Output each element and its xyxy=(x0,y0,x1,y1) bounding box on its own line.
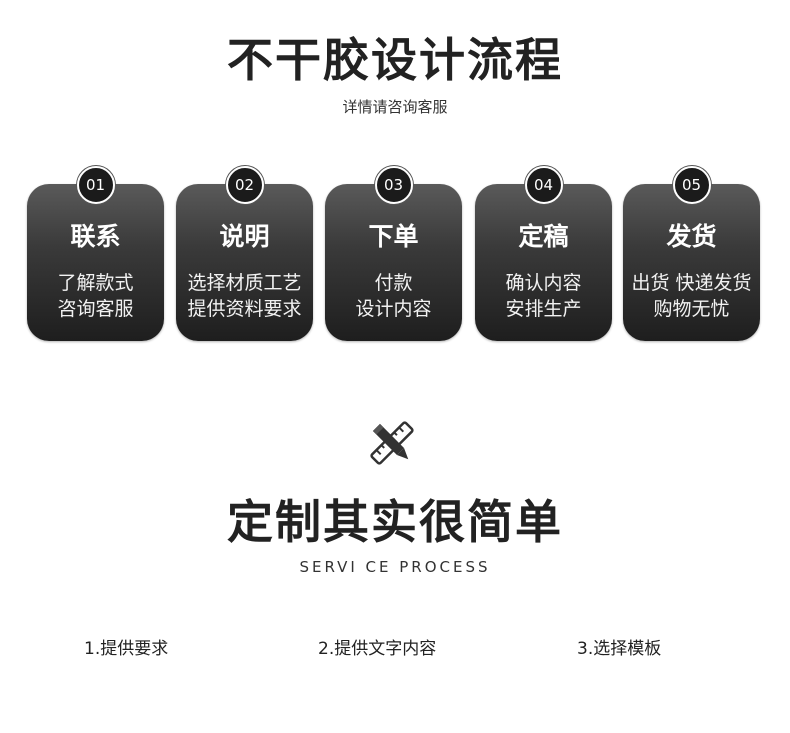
option-provide-requirements: 1.提供要求 xyxy=(84,639,169,659)
step-title: 联系 xyxy=(70,222,121,251)
step-card-explain: 02 说明 选择材质工艺 提供资料要求 xyxy=(176,166,313,341)
option-provide-text: 2.提供文字内容 xyxy=(318,639,437,659)
step-desc-line1: 付款 xyxy=(374,272,413,294)
step-desc-line1: 了解款式 xyxy=(57,272,134,294)
step-desc-line2: 提供资料要求 xyxy=(187,298,302,320)
step-desc-line2: 设计内容 xyxy=(355,298,432,320)
step-card-finalize: 04 定稿 确认内容 安排生产 xyxy=(475,166,612,341)
option-choose-template: 3.选择模板 xyxy=(577,639,662,659)
step-title: 定稿 xyxy=(518,222,569,251)
step-desc-line2: 咨询客服 xyxy=(57,298,134,320)
step-desc-line2: 安排生产 xyxy=(505,298,582,320)
section-title: 定制其实很简单 xyxy=(227,495,563,549)
step-number-badge: 01 xyxy=(76,166,115,204)
step-desc-line1: 出货 快递发货 xyxy=(631,272,752,294)
step-card-contact: 01 联系 了解款式 咨询客服 xyxy=(27,166,164,341)
pencil-ruler-icon xyxy=(366,417,418,469)
section-subtitle-en: SERVI CE PROCESS xyxy=(299,558,491,576)
step-desc-line1: 确认内容 xyxy=(505,272,582,294)
step-number-badge: 05 xyxy=(672,166,711,204)
page-subtitle: 详情请咨询客服 xyxy=(342,98,448,116)
step-number-badge: 02 xyxy=(225,166,264,204)
step-number-badge: 04 xyxy=(524,166,563,204)
step-title: 发货 xyxy=(666,222,717,251)
step-title: 说明 xyxy=(219,222,270,251)
step-desc-line1: 选择材质工艺 xyxy=(187,272,302,294)
process-steps: 01 联系 了解款式 咨询客服 02 说明 选择材质工艺 提供资料要求 03 下… xyxy=(27,166,767,346)
page-title: 不干胶设计流程 xyxy=(227,33,563,87)
step-desc-line2: 购物无忧 xyxy=(653,298,730,320)
step-card-ship: 05 发货 出货 快递发货 购物无忧 xyxy=(623,166,760,341)
step-title: 下单 xyxy=(368,222,419,251)
step-card-order: 03 下单 付款 设计内容 xyxy=(325,166,462,341)
step-number-badge: 03 xyxy=(374,166,413,204)
